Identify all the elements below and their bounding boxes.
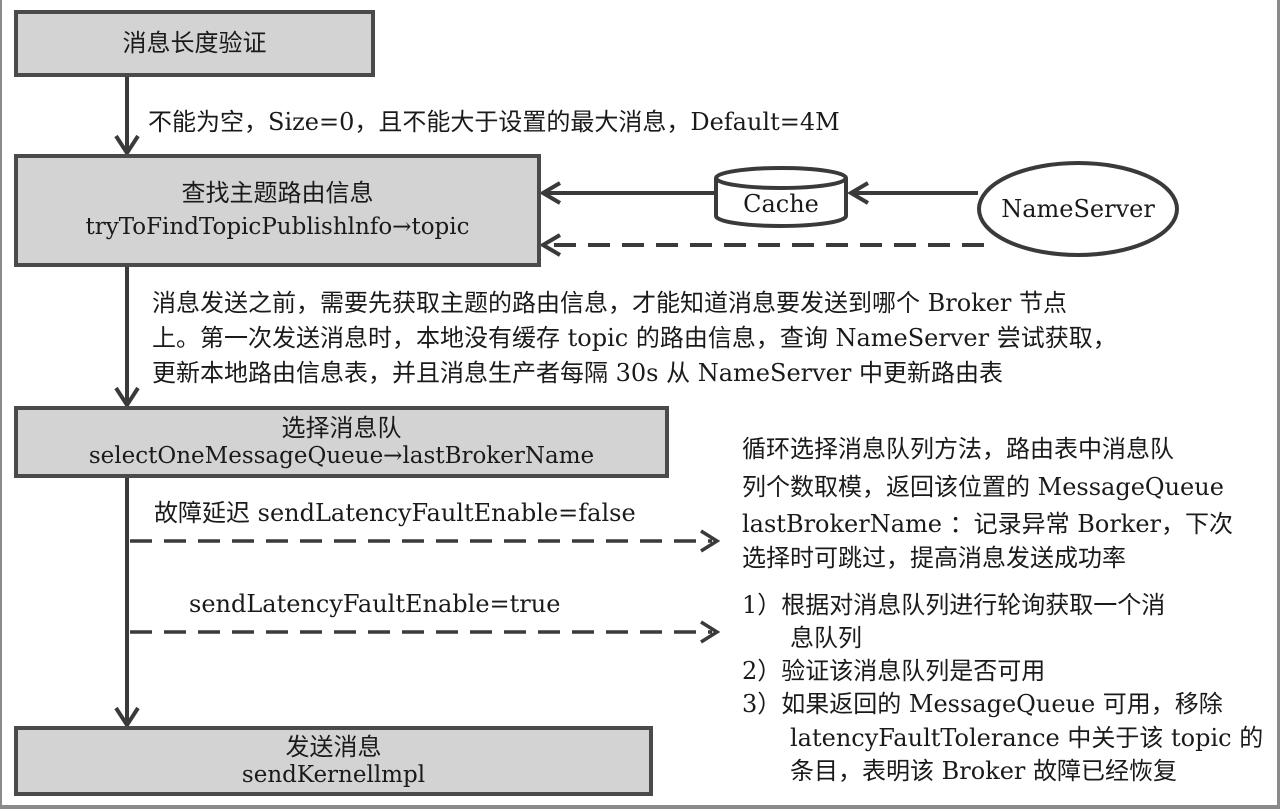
route-desc-line-2: 上。第一次发送消息时，本地没有缓存 topic 的路由信息，查询 NameSer… <box>152 324 1117 352</box>
nameserver-ellipse <box>977 161 1179 257</box>
send-message-box: 发送消息 sendKernellmpl <box>14 726 653 796</box>
find-route-method: tryToFindTopicPublishlnfo→topic <box>85 214 470 241</box>
arrowhead-fault-true <box>700 620 721 644</box>
send-message-method: sendKernellmpl <box>241 761 426 788</box>
cache-cylinder <box>714 166 848 228</box>
route-desc-line-3: 更新本地路由信息表，并且消息生产者每隔 30s 从 NameServer 中更新… <box>152 359 1003 387</box>
false-desc-line-2: 列个数取模，返回该位置的 MessageQueue <box>742 473 1224 501</box>
nameserver-label: NameServer <box>1001 195 1155 223</box>
true-desc-line-5: latencyFaultTolerance 中关于该 topic 的 <box>742 724 1264 752</box>
fault-true-label: sendLatencyFaultEnable=true <box>189 590 561 618</box>
true-desc-line-1: 1）根据对消息队列进行轮询获取一个消 <box>742 591 1166 619</box>
select-queue-method: selectOneMessageQueue→lastBrokerName <box>88 442 595 469</box>
false-desc-line-1: 循环选择消息队列方法，路由表中消息队 <box>742 435 1174 463</box>
select-queue-box: 选择消息队 selectOneMessageQueue→lastBrokerNa… <box>14 406 669 478</box>
frame-bottom-edge <box>0 805 1280 809</box>
send-message-title: 发送消息 <box>285 732 382 761</box>
find-route-title: 查找主题路由信息 <box>181 179 374 208</box>
validate-length-title: 消息长度验证 <box>122 29 267 58</box>
arrowhead-route-from-cache <box>539 181 562 205</box>
arrowhead-select <box>114 386 140 409</box>
find-route-box: 查找主题路由信息 tryToFindTopicPublishlnfo→topic <box>14 154 541 267</box>
false-desc-line-3: lastBrokerName ：记录异常 Borker，下次 <box>742 510 1234 538</box>
arrowhead-route <box>114 134 140 157</box>
false-desc-line-4: 选择时可跳过，提高消息发送成功率 <box>742 544 1126 572</box>
cache-label: Cache <box>743 190 819 218</box>
validate-rule-text: 不能为空，Size=0，且不能大于设置的最大消息，Default=4M <box>148 108 840 136</box>
route-desc-line-1: 消息发送之前，需要先获取主题的路由信息，才能知道消息要发送到哪个 Broker … <box>152 289 1068 317</box>
true-desc-line-6: 条目，表明该 Broker 故障已经恢复 <box>742 757 1178 785</box>
arrowhead-cache <box>847 181 870 205</box>
true-desc-line-4: 3）如果返回的 MessageQueue 可用，移除 <box>742 690 1223 718</box>
frame-right-edge <box>1277 0 1280 809</box>
arrowhead-route-dashed <box>539 233 562 257</box>
select-queue-title: 选择消息队 <box>281 413 402 442</box>
arrowhead-send <box>114 706 140 729</box>
true-desc-line-2: 息队列 <box>742 624 862 652</box>
true-desc-line-3: 2）验证该消息队列是否可用 <box>742 657 1046 685</box>
validate-length-box: 消息长度验证 <box>14 10 375 77</box>
fault-false-label: 故障延迟 sendLatencyFaultEnable=false <box>154 499 636 527</box>
arrowhead-fault-false <box>700 529 721 553</box>
frame-left-edge <box>0 0 2 809</box>
